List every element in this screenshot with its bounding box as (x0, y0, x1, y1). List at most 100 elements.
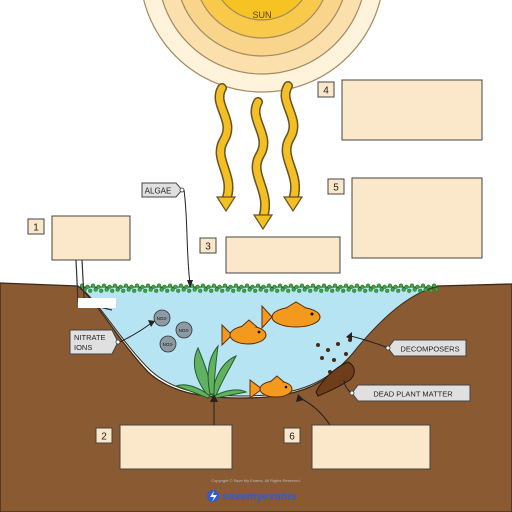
algae-dot (324, 287, 329, 292)
fish (221, 301, 321, 399)
decomposers (316, 338, 352, 374)
algae-dot (115, 287, 120, 292)
algae-dot (341, 288, 346, 293)
ion-label: NO3- (179, 328, 190, 333)
algae-dot (173, 284, 178, 289)
algae-dot (266, 283, 272, 288)
sun: SUN (143, 0, 381, 93)
algae-dot (261, 284, 266, 289)
algae-dot (291, 287, 296, 292)
algae-dot (332, 283, 338, 288)
algae-dot (110, 288, 115, 293)
algae-dot (222, 283, 228, 288)
algae-dot (195, 284, 200, 289)
algae-dot (302, 287, 307, 292)
algae-dot (429, 288, 434, 293)
algae-dot (93, 287, 98, 292)
algae-dot (107, 284, 112, 289)
answer-box-2: 2 (95, 394, 233, 470)
algae-dot (297, 288, 302, 293)
algae-dot (346, 287, 351, 292)
algae-dot (335, 287, 340, 292)
algae-dot (283, 284, 288, 289)
svg-text:NITRATE: NITRATE (74, 333, 106, 342)
algae-dot (349, 284, 354, 289)
answer-field-1[interactable] (51, 215, 131, 261)
algae-dot (327, 284, 332, 289)
algae-dot (178, 283, 184, 288)
answer-field-6[interactable] (311, 424, 431, 470)
algae-dot (363, 288, 368, 293)
algae-dot (198, 288, 203, 293)
algae-dot (184, 284, 189, 289)
algae-dot (272, 284, 277, 289)
algae-dot (118, 284, 123, 289)
algae-dot (368, 287, 373, 292)
svg-text:3: 3 (205, 242, 211, 253)
answer-box-4: 4 (317, 79, 483, 141)
algae-dot (275, 288, 280, 293)
algae-dot (280, 287, 285, 292)
algae-dot (209, 288, 214, 293)
algae-dot (192, 287, 197, 292)
algae-dot (412, 287, 417, 292)
svg-text:5: 5 (333, 183, 339, 194)
light-ray (252, 98, 269, 222)
algae-dot (112, 283, 118, 288)
svg-text:IONS: IONS (74, 343, 92, 352)
answer-field-3[interactable] (225, 236, 341, 274)
ion-label: NO3- (157, 316, 168, 321)
svg-text:DECOMPOSERS: DECOMPOSERS (400, 345, 459, 354)
answer-field-2[interactable] (119, 424, 233, 470)
algae-dot (104, 287, 109, 292)
answer-field-5[interactable] (351, 177, 483, 259)
algae-dot (200, 283, 206, 288)
answer-box-5: 5 (327, 177, 483, 259)
algae-dot (143, 288, 148, 293)
algae-dot (321, 283, 327, 288)
algae-dot (220, 288, 225, 293)
svg-text:ALGAE: ALGAE (145, 187, 172, 196)
algae-dot (338, 284, 343, 289)
algae-dot (244, 283, 250, 288)
algae-dot (137, 287, 142, 292)
algae-dot (398, 283, 404, 288)
ray-arrowhead (282, 196, 304, 213)
algae-dot (365, 283, 371, 288)
algae-dot (85, 284, 90, 289)
algae-dot (434, 287, 439, 292)
algae-dot (390, 287, 395, 292)
algae-dot (129, 284, 134, 289)
algae-dot (294, 284, 299, 289)
algae-dot (214, 287, 219, 292)
water-plant (174, 344, 248, 399)
algae-dot (255, 283, 261, 288)
algae-layer (79, 283, 439, 293)
algae-dot (151, 284, 156, 289)
algae-dot (264, 288, 269, 293)
ray-arrowhead (215, 196, 237, 213)
algae-dot (371, 284, 376, 289)
sun-label: SUN (252, 10, 271, 20)
algae-dot (181, 287, 186, 292)
algae-dot (354, 283, 360, 288)
light-ray (282, 82, 299, 204)
algae-dot (393, 284, 398, 289)
algae-dot (225, 287, 230, 292)
algae-dot (99, 288, 104, 293)
svg-text:2: 2 (101, 432, 107, 443)
algae-dot (132, 288, 137, 293)
algae-dot (286, 288, 291, 293)
algae-dot (156, 283, 162, 288)
algae-dot (376, 283, 382, 288)
algae-dot (247, 287, 252, 292)
savemyexams-logo: savemyexams (207, 490, 297, 503)
algae-dot (404, 284, 409, 289)
algae-dot (420, 283, 426, 288)
algae-dot (203, 287, 208, 292)
algae-dot (409, 283, 415, 288)
answer-field-4[interactable] (341, 79, 483, 141)
algae-dot (167, 283, 173, 288)
algae-dot (206, 284, 211, 289)
